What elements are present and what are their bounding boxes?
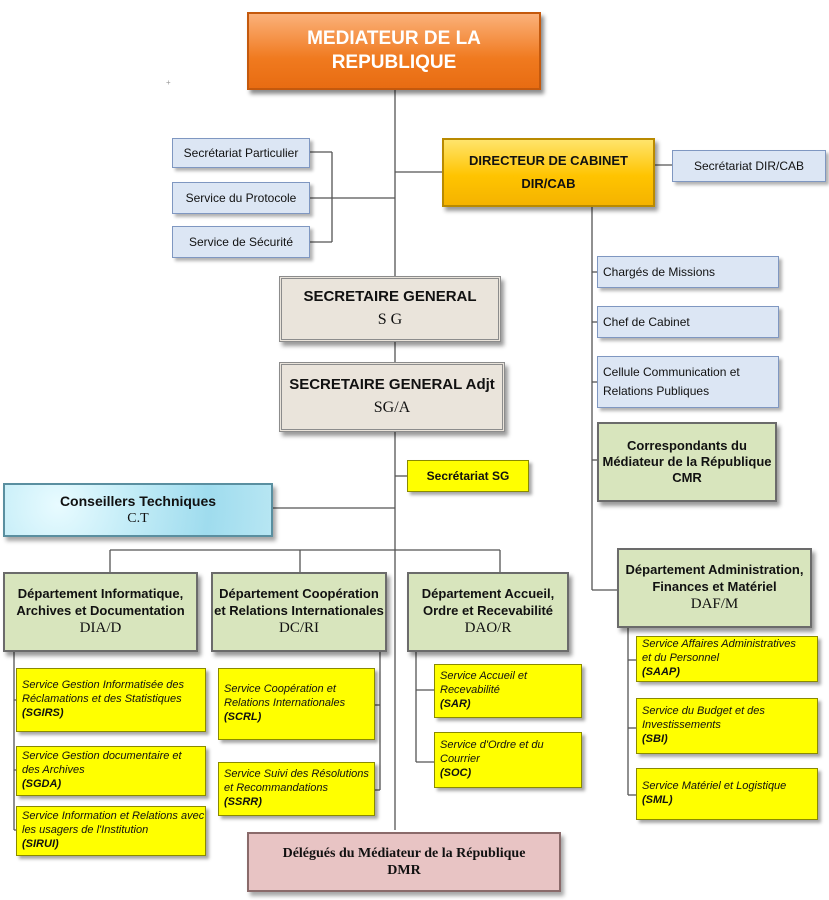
directeur-cabinet-box: DIRECTEUR DE CABINET DIR/CAB: [442, 138, 655, 207]
dcri-line2: et Relations Internationales: [214, 602, 384, 618]
sirui-abbr: (SIRUI): [22, 837, 59, 850]
sga-line2: SG/A: [373, 399, 411, 417]
directeur-line2: DIR/CAB: [521, 175, 576, 191]
correspondants-line3: CMR: [672, 470, 702, 486]
dept-accueil-box: Département Accueil, Ordre et Recevabili…: [407, 572, 569, 652]
sgirs-l1: Service Gestion Informatisée des: [22, 679, 185, 692]
sgda-l2: des Archives: [22, 764, 85, 777]
correspondants-box: Correspondants du Médiateur de la Républ…: [597, 422, 777, 502]
dept-cooperation-box: Département Coopération et Relations Int…: [211, 572, 387, 652]
sgda-l1: Service Gestion documentaire et: [22, 750, 182, 763]
dept-administration-box: Département Administration, Finances et …: [617, 548, 812, 628]
service-saap-box: Service Affaires Administratives et du P…: [636, 636, 818, 682]
service-protocole-box: Service du Protocole: [172, 182, 310, 214]
secretariat-sg-box: Secrétariat SG: [407, 460, 529, 492]
secretariat-particulier-label: Secrétariat Particulier: [183, 145, 299, 160]
sbi-l1: Service du Budget et des: [642, 705, 765, 718]
sar-l1: Service Accueil et: [440, 670, 528, 683]
correspondants-line2: Médiateur de la République: [602, 453, 772, 469]
sirui-l1: Service Information et Relations avec: [22, 810, 205, 823]
scrl-l1: Service Coopération et: [224, 683, 336, 696]
dia-line2: Archives et Documentation: [16, 602, 185, 618]
sirui-l2: les usagers de l'Institution: [22, 824, 149, 837]
service-sbi-box: Service du Budget et des Investissements…: [636, 698, 818, 754]
cellule-line2: Relations Publiques: [603, 384, 710, 398]
sbi-l2: Investissements: [642, 719, 721, 732]
mediateur-line1: MEDIATEUR DE LA: [307, 28, 481, 50]
scrl-abbr: (SCRL): [224, 710, 262, 723]
service-scrl-box: Service Coopération et Relations Interna…: [218, 668, 375, 740]
service-sml-box: Service Matériel et Logistique (SML): [636, 768, 818, 820]
ssrr-abbr: (SSRR): [224, 795, 262, 808]
charges-missions-box: Chargés de Missions: [597, 256, 779, 288]
dcri-line1: Département Coopération: [219, 586, 379, 602]
service-ssrr-box: Service Suivi des Résolutions et Recomma…: [218, 762, 375, 816]
charges-missions-label: Chargés de Missions: [603, 264, 716, 279]
directeur-line1: DIRECTEUR DE CABINET: [469, 153, 628, 169]
service-protocole-label: Service du Protocole: [185, 190, 297, 205]
saap-l1: Service Affaires Administratives: [642, 638, 796, 651]
sar-abbr: (SAR): [440, 697, 471, 710]
sg-line2: S G: [377, 311, 403, 329]
sml-l1: Service Matériel et Logistique: [642, 780, 787, 793]
dept-informatique-box: Département Informatique, Archives et Do…: [3, 572, 198, 652]
stray-mark: +: [166, 78, 171, 87]
sga-line1: SECRETAIRE GENERAL Adjt: [289, 375, 495, 393]
mediateur-line2: REPUBLIQUE: [331, 52, 457, 73]
chef-cabinet-label: Chef de Cabinet: [603, 314, 690, 329]
delegues-line1: Délégués du Médiateur de la République: [282, 845, 526, 861]
daf-line1: Département Administration,: [625, 562, 804, 578]
soc-l2: Courrier: [440, 753, 480, 766]
mediateur-box: MEDIATEUR DE LA REPUBLIQUE: [247, 12, 541, 90]
service-sirui-box: Service Information et Relations avec le…: [16, 806, 206, 856]
daf-abbr: DAF/M: [690, 595, 739, 612]
dao-line2: Ordre et Recevabilité: [422, 602, 554, 618]
dao-abbr: DAO/R: [464, 619, 512, 636]
cellule-communication-box: Cellule Communication et Relations Publi…: [597, 356, 779, 408]
ssrr-l2: et Recommandations: [224, 782, 328, 795]
correspondants-line1: Correspondants du: [627, 437, 747, 453]
sml-abbr: (SML): [642, 794, 673, 806]
secretaire-general-adjt-box: SECRETAIRE GENERAL Adjt SG/A: [279, 362, 505, 432]
service-sar-box: Service Accueil et Recevabilité (SAR): [434, 664, 582, 718]
soc-l1: Service d'Ordre et du: [440, 739, 544, 752]
chef-cabinet-box: Chef de Cabinet: [597, 306, 779, 338]
service-securite-box: Service de Sécurité: [172, 226, 310, 258]
service-sgda-box: Service Gestion documentaire et des Arch…: [16, 746, 206, 796]
sgirs-abbr: (SGIRS): [22, 706, 64, 719]
secretariat-particulier-box: Secrétariat Particulier: [172, 138, 310, 168]
saap-abbr: (SAAP): [642, 665, 680, 678]
conseillers-line1: Conseillers Techniques: [59, 492, 217, 509]
saap-l2: et du Personnel: [642, 652, 720, 665]
sgirs-l2: Réclamations et des Statistiques: [22, 693, 182, 706]
sbi-abbr: (SBI): [642, 732, 668, 745]
conseillers-line2: C.T: [127, 511, 149, 526]
service-securite-label: Service de Sécurité: [188, 234, 294, 249]
secretariat-dircab-box: Secrétariat DIR/CAB: [672, 150, 826, 182]
dao-line1: Département Accueil,: [421, 586, 555, 602]
soc-abbr: (SOC): [440, 766, 472, 779]
dia-abbr: DIA/D: [79, 619, 122, 636]
service-soc-box: Service d'Ordre et du Courrier (SOC): [434, 732, 582, 788]
ssrr-l1: Service Suivi des Résolutions: [224, 768, 369, 781]
service-sgirs-box: Service Gestion Informatisée des Réclama…: [16, 668, 206, 732]
cellule-line1: Cellule Communication et: [603, 365, 740, 379]
sg-line1: SECRETAIRE GENERAL: [303, 287, 477, 305]
secretaire-general-box: SECRETAIRE GENERAL S G: [279, 276, 501, 342]
secretariat-sg-label: Secrétariat SG: [426, 468, 510, 483]
dcri-abbr: DC/RI: [278, 619, 319, 636]
scrl-l2: Relations Internationales: [224, 697, 346, 710]
daf-line2: Finances et Matériel: [652, 578, 777, 594]
secretariat-dircab-label: Secrétariat DIR/CAB: [693, 158, 805, 173]
dia-line1: Département Informatique,: [17, 586, 184, 602]
sar-l2: Recevabilité: [440, 684, 500, 697]
delegues-box: Délégués du Médiateur de la République D…: [247, 832, 561, 892]
delegues-line2: DMR: [387, 863, 421, 878]
conseillers-techniques-box: Conseillers Techniques C.T: [3, 483, 273, 537]
sgda-abbr: (SGDA): [22, 777, 62, 790]
